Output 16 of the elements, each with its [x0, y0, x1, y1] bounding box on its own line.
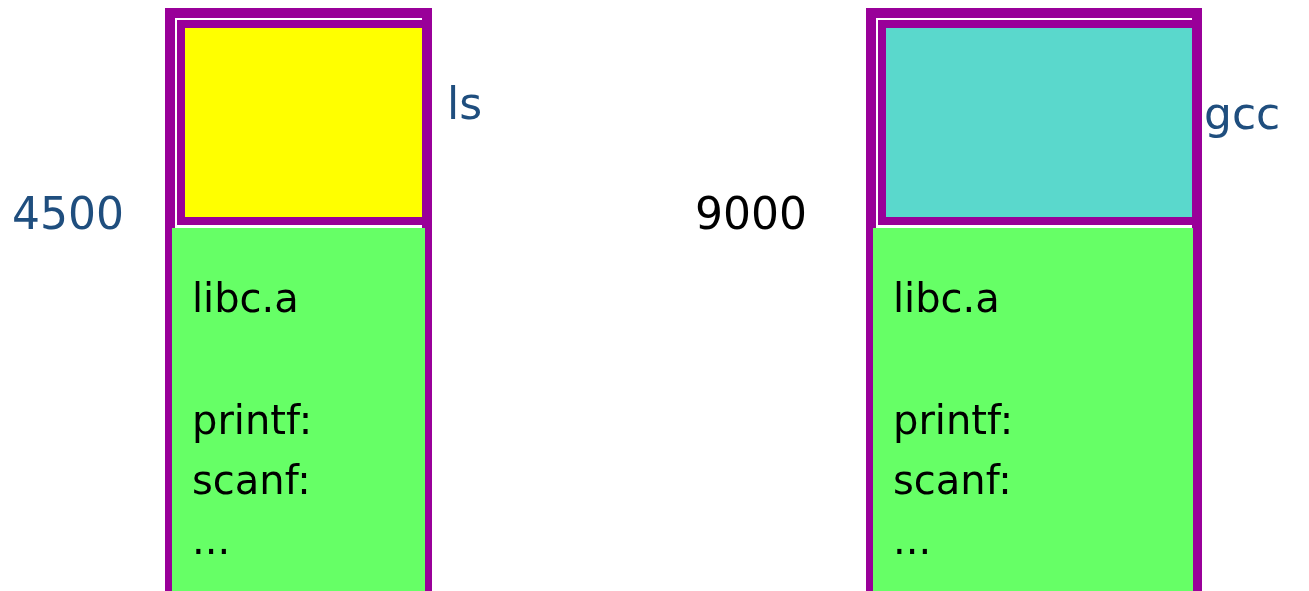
- symbol-label: ...: [893, 516, 933, 565]
- library-segment: [873, 228, 1193, 591]
- symbol-label: scanf:: [893, 456, 1013, 505]
- symbol-label: ...: [192, 516, 232, 565]
- program-name-label: ls: [447, 78, 483, 129]
- symbol-label: scanf:: [192, 456, 312, 505]
- symbol-label: printf:: [893, 396, 1015, 445]
- symbol-label: printf:: [192, 396, 314, 445]
- address-label: 9000: [695, 188, 807, 239]
- library-name: libc.a: [192, 274, 300, 323]
- memory-column: [165, 8, 432, 591]
- library-name: libc.a: [893, 274, 1001, 323]
- memory-column: [866, 8, 1202, 591]
- address-label: 4500: [12, 188, 124, 239]
- program-name-label: gcc: [1204, 88, 1281, 139]
- library-segment: [172, 228, 425, 591]
